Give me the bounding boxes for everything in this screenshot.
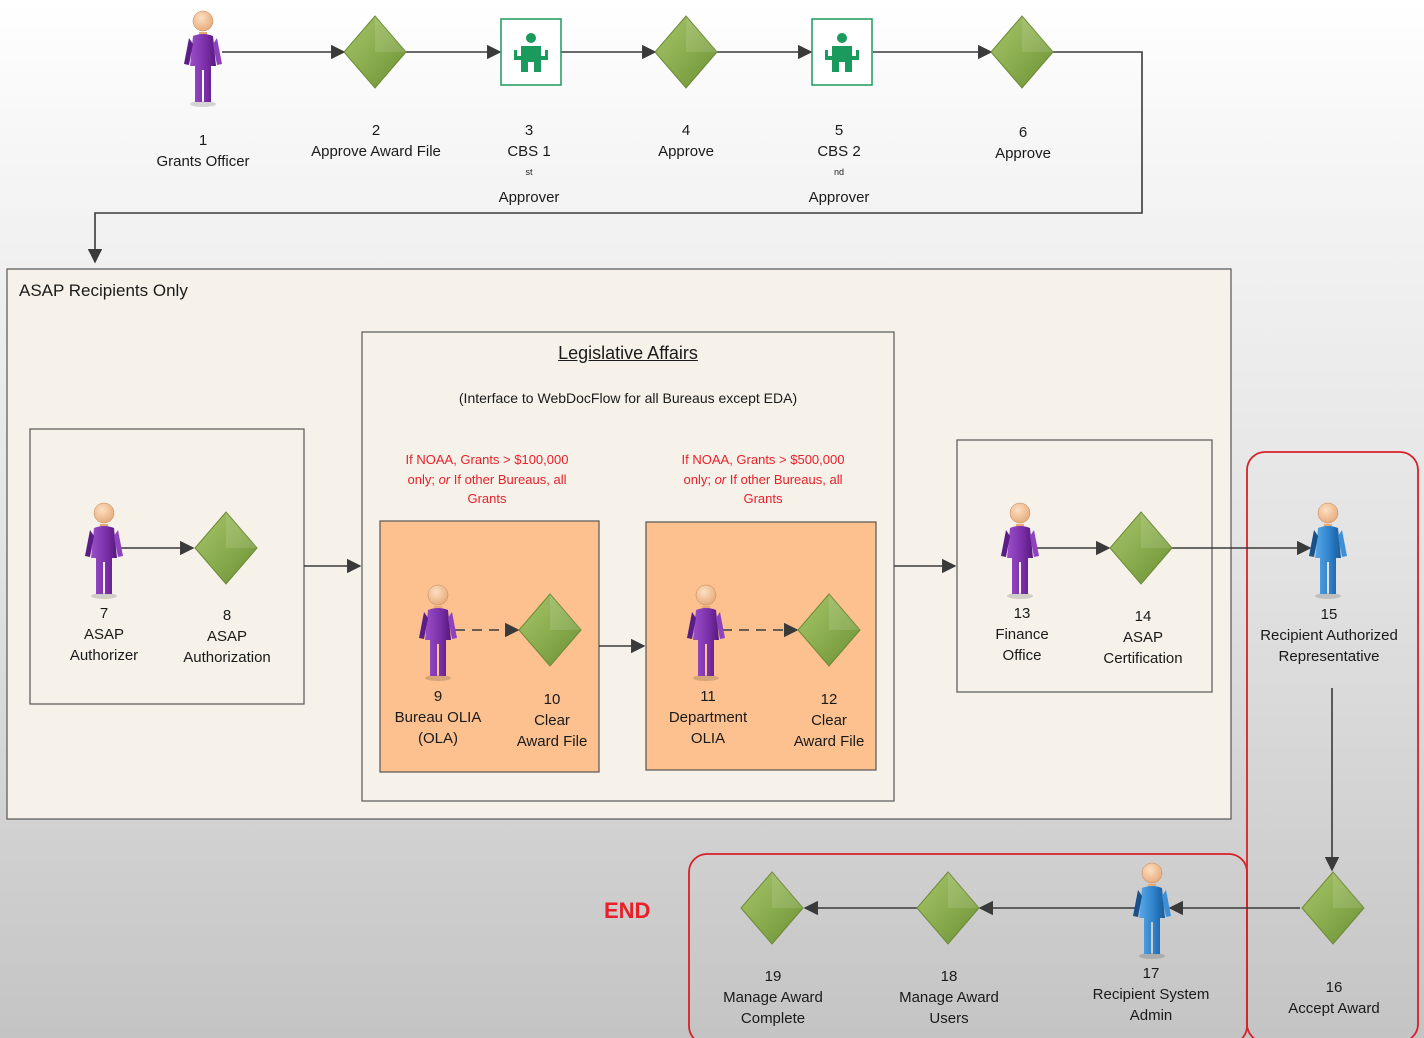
- asap-authorization-box: [29, 428, 305, 705]
- approve-4-diamond-icon: [654, 15, 718, 89]
- recipient-authorized-rep-person-icon: [1308, 502, 1348, 600]
- accept-award-diamond-icon: [1301, 871, 1365, 945]
- bureau-condition-note: If NOAA, Grants > $100,000 only; or If o…: [405, 452, 569, 506]
- end-label: END: [604, 898, 651, 923]
- approve-6-diamond-icon: [990, 15, 1054, 89]
- asap-section-title: ASAP Recipients Only: [19, 281, 188, 300]
- cbs-1st-approver-icon: [500, 18, 562, 86]
- finance-box: [956, 439, 1213, 693]
- department-condition-note: If NOAA, Grants > $500,000 only; or If o…: [681, 452, 845, 506]
- recipient-system-admin-person-icon: [1132, 862, 1172, 960]
- recipient-highlight-horizontal: [688, 853, 1248, 1038]
- recipient-highlight-vertical: [1246, 451, 1419, 1038]
- arrow-6-to-asap: [87, 51, 1143, 264]
- legislative-affairs-note: (Interface to WebDocFlow for all Bureaus…: [458, 390, 798, 406]
- approve-award-file-diamond-icon: [343, 15, 407, 89]
- manage-award-complete-diamond-icon: [740, 871, 804, 945]
- manage-award-users-diamond-icon: [916, 871, 980, 945]
- grants-officer-person-icon: [183, 10, 223, 108]
- legislative-affairs-title: Legislative Affairs: [558, 343, 698, 363]
- cbs-2nd-approver-icon: [811, 18, 873, 86]
